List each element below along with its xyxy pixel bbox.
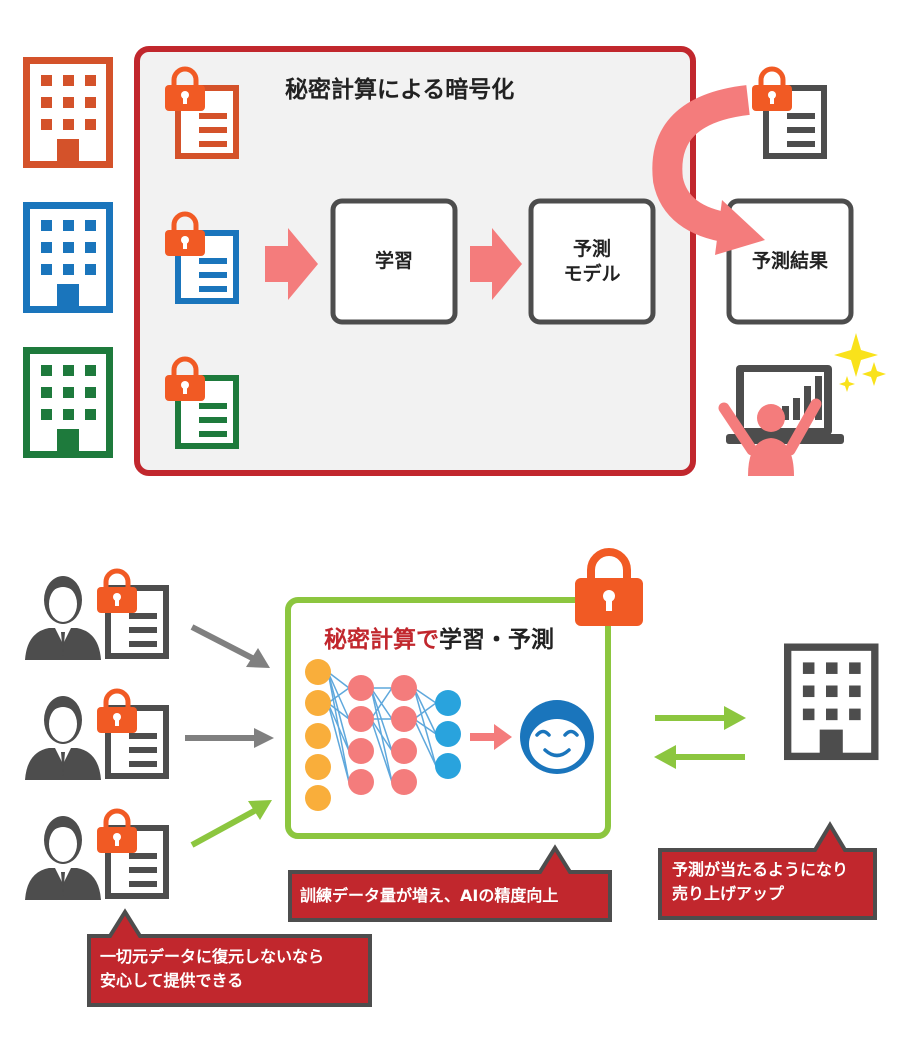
title-red: 秘密計算で xyxy=(324,627,439,653)
arrow-icon xyxy=(246,648,270,668)
callout-safe-line2: 安心して提供できる xyxy=(100,971,244,990)
title-black: 学習・予測 xyxy=(439,627,554,653)
model-label: 予測 モデル xyxy=(531,201,653,322)
nn-connection xyxy=(327,671,350,689)
nn-connection xyxy=(327,687,350,704)
building-green-icon xyxy=(23,347,113,458)
lock-icon xyxy=(97,691,137,733)
nn-node xyxy=(305,690,331,716)
nn-connection xyxy=(413,702,437,720)
person-icon xyxy=(25,816,101,900)
nn-node xyxy=(305,659,331,685)
nn-connection xyxy=(327,702,350,720)
lock-icon xyxy=(97,571,137,613)
sparkle-icon xyxy=(834,333,886,392)
nn-node xyxy=(348,738,374,764)
model-label-line2: モデル xyxy=(563,262,621,285)
callout-sales-shape xyxy=(658,821,877,920)
callout-sales-line1: 予測が当たるようになり xyxy=(672,860,849,879)
nn-node xyxy=(391,738,417,764)
lock-icon xyxy=(97,811,137,853)
nn-node xyxy=(348,769,374,795)
nn-connection xyxy=(370,718,393,752)
lock-icon xyxy=(752,69,792,111)
building-orange-icon xyxy=(23,57,113,168)
callout-training-shape xyxy=(288,844,612,922)
building-blue-icon xyxy=(23,202,113,313)
nn-connection xyxy=(413,687,437,704)
arrow-right-icon xyxy=(265,228,318,300)
nn-connection xyxy=(413,718,437,735)
nn-node xyxy=(391,675,417,701)
big-lock-icon xyxy=(575,548,643,626)
nn-connection xyxy=(327,702,350,752)
callout-safe-shape xyxy=(87,908,372,1007)
arrow-icon xyxy=(254,728,274,748)
neural-network xyxy=(305,659,461,811)
secure-learning-title: 秘密計算で学習・予測 xyxy=(324,620,554,654)
person-icon xyxy=(25,576,101,660)
callout-training: 訓練データ量が増え、AIの精度向上 xyxy=(300,886,559,905)
arrow-icon xyxy=(248,800,272,820)
arrow-right-icon xyxy=(470,724,512,750)
nn-connection xyxy=(370,687,393,720)
learning-label: 学習 xyxy=(374,250,413,273)
nn-node xyxy=(305,785,331,811)
arrow-left-icon xyxy=(654,745,676,769)
nn-connection xyxy=(413,718,437,767)
nn-node xyxy=(305,723,331,749)
nn-connection xyxy=(370,718,393,783)
curved-arrow-icon xyxy=(652,85,751,243)
person-icon xyxy=(25,696,101,780)
callout-safe: 一切元データに復元しないなら 安心して提供できる xyxy=(100,945,324,993)
nn-node xyxy=(305,754,331,780)
nn-node xyxy=(435,753,461,779)
nn-node xyxy=(435,690,461,716)
nn-node xyxy=(348,675,374,701)
encryption-title: 秘密計算による暗号化 xyxy=(285,77,515,103)
arrow-right-icon xyxy=(724,706,746,730)
nn-node xyxy=(348,706,374,732)
model-label-line1: 予測 xyxy=(572,237,611,260)
result-label: 予測結果 xyxy=(751,250,828,273)
happy-user-laptop-icon xyxy=(718,365,844,476)
company-building-icon xyxy=(783,643,879,761)
nn-node xyxy=(391,769,417,795)
callout-sales-line2: 売り上げアップ xyxy=(672,884,785,903)
callout-safe-line1: 一切元データに復元しないなら xyxy=(100,947,325,966)
learning-box xyxy=(330,198,458,325)
smiley-ai-icon xyxy=(520,700,594,774)
model-box xyxy=(528,198,656,325)
callout-sales: 予測が当たるようになり 売り上げアップ xyxy=(672,858,848,906)
result-box xyxy=(726,198,854,325)
arrow-right-icon xyxy=(470,228,522,300)
nn-node xyxy=(435,721,461,747)
nn-connection xyxy=(327,702,350,783)
nn-node xyxy=(391,706,417,732)
